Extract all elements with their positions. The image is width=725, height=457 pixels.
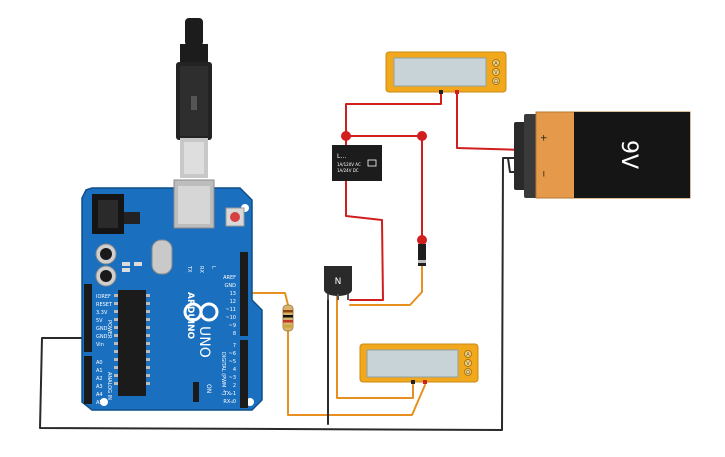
analog-label: ANALOG IN: [106, 372, 112, 400]
battery-plus: +: [538, 134, 548, 142]
pin-label: 7: [233, 343, 236, 349]
pin-label: ~3: [229, 375, 236, 381]
wire-transistor-meter[interactable]: [336, 294, 414, 399]
wire-diode-orange[interactable]: [349, 261, 423, 306]
npn-transistor[interactable]: N: [324, 266, 352, 300]
multimeter-top[interactable]: A V Ω: [385, 51, 507, 94]
wire-meter-top-relay[interactable]: [345, 91, 442, 137]
pin-label: GND: [96, 326, 108, 332]
wire-gnd-black[interactable]: [39, 157, 525, 431]
node-dot[interactable]: [417, 235, 427, 245]
pin-label: 8: [233, 331, 236, 337]
pin-label: Vin: [96, 342, 104, 348]
wire-resistor-base[interactable]: [287, 329, 426, 416]
mode-ohm-button[interactable]: [492, 77, 500, 85]
arduino-board[interactable]: ARDUINO UNO ON TX RX L POWER ANALOG IN D…: [81, 179, 263, 411]
button-label: A: [466, 352, 470, 358]
mode-v-button[interactable]: [464, 359, 472, 367]
tx-label: TX: [186, 265, 192, 273]
usb-cable[interactable]: [176, 18, 212, 178]
pin-label: ~11: [225, 307, 236, 313]
l-label: L: [210, 266, 216, 269]
battery-minus: −: [538, 170, 548, 178]
pin-label: 12: [230, 299, 236, 305]
rx-label: RX: [198, 266, 204, 273]
button-label: V: [494, 70, 498, 76]
pin-label: ~10: [225, 315, 236, 321]
pin-label: ~9: [229, 323, 236, 329]
multimeter-bottom-display: [366, 349, 459, 378]
node-dot[interactable]: [417, 131, 427, 141]
pin-label: GND: [96, 334, 108, 340]
pin-label: A2: [96, 376, 103, 382]
pin-label: AREF: [223, 275, 236, 281]
pin-label: 13: [230, 291, 236, 297]
pin-label: A1: [96, 368, 103, 374]
resistor[interactable]: [282, 304, 294, 332]
relay-line3: 1A/24V DC: [337, 168, 359, 173]
button-label: Ω: [494, 79, 498, 85]
pin-label: 2: [233, 383, 236, 389]
pin-label: A0: [96, 360, 103, 366]
pin-label: IOREF: [96, 294, 111, 300]
pin-label: 3.3V: [96, 310, 108, 316]
pin-label: 4: [233, 367, 236, 373]
atmega-chip: [118, 290, 146, 396]
pin-label: ~5: [229, 359, 236, 365]
board-brand: ARDUINO: [185, 292, 195, 340]
on-label: ON: [205, 384, 212, 393]
wires: [39, 91, 525, 431]
transistor-label: N: [335, 277, 342, 287]
pin-label: ~6: [229, 351, 236, 357]
button-label: A: [494, 61, 498, 67]
pin-label: TX▹1: [223, 391, 236, 397]
battery-label: 9V: [616, 140, 641, 169]
board-model: UNO: [196, 326, 212, 358]
button-label: V: [466, 361, 470, 367]
node-dot[interactable]: [341, 131, 351, 141]
relay[interactable]: L… 1A/120V AC 1A/24V DC: [332, 145, 382, 181]
mode-v-button[interactable]: [492, 68, 500, 76]
pin-label: A3: [96, 384, 103, 390]
multimeter-top-display: [393, 57, 487, 87]
relay-line2: 1A/120V AC: [337, 162, 361, 167]
button-label: Ω: [466, 370, 470, 376]
multimeter-bottom[interactable]: A V Ω: [359, 343, 479, 384]
digital-header-bottom[interactable]: [240, 340, 248, 408]
pin-label: RX◃0: [223, 399, 236, 405]
wire-relay-transistor[interactable]: [345, 179, 384, 301]
relay-label: L…: [337, 153, 346, 160]
arduino-logo: [183, 302, 219, 322]
mode-a-button[interactable]: [492, 59, 500, 67]
mode-a-button[interactable]: [464, 350, 472, 358]
digital-label: DIGITAL (PWM ~): [220, 352, 226, 395]
analog-header[interactable]: [84, 356, 92, 404]
wire-meter-top-red[interactable]: [456, 91, 525, 151]
power-label: POWER: [106, 320, 112, 339]
diode[interactable]: [418, 244, 426, 266]
mode-ohm-button[interactable]: [464, 368, 472, 376]
digital-header-top[interactable]: [240, 252, 248, 336]
battery-9v[interactable]: 9V + −: [514, 111, 691, 199]
pin-label: A4: [96, 392, 103, 398]
pin-label: 5V: [96, 318, 103, 324]
power-header[interactable]: [84, 284, 92, 352]
wire-pin13-resistor[interactable]: [245, 292, 289, 306]
pin-label: A5: [96, 400, 103, 406]
pin-label: GND: [225, 283, 237, 289]
pin-label: RESET: [96, 302, 113, 308]
